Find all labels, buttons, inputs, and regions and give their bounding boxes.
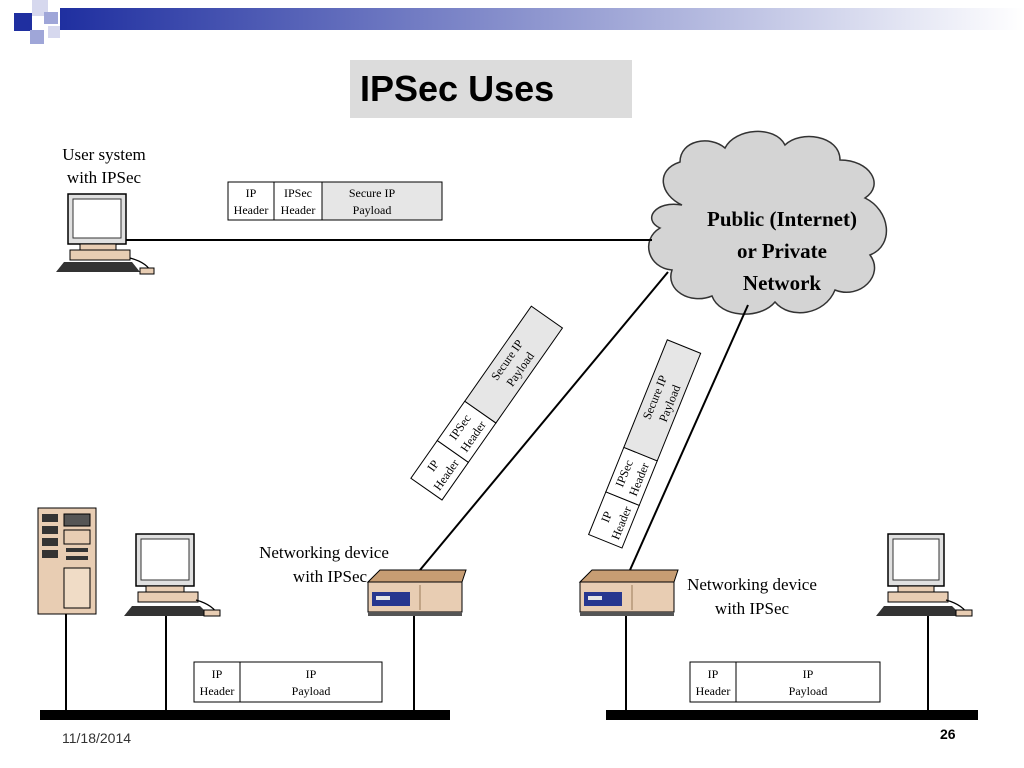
packet-top-ipsec-header-1: IPSec — [284, 186, 312, 200]
server-tower-icon — [37, 507, 97, 615]
cloud-label-line3: Network — [743, 271, 821, 295]
packet-top-payload-2: Payload — [353, 203, 392, 217]
network-cloud: Public (Internet) or Private Network — [648, 130, 887, 315]
right-lan-bus — [606, 710, 978, 720]
title-box: IPSec Uses — [350, 60, 632, 118]
packet-lan-right-payload-1: IP — [803, 667, 814, 681]
page-number: 26 — [940, 726, 956, 742]
left-router-icon — [366, 569, 467, 616]
packet-lan-right-ip-header-1: IP — [708, 667, 719, 681]
cloud-label-line2: or Private — [737, 239, 827, 263]
packet-top: IP Header IPSec Header Secure IP Payload — [227, 181, 443, 221]
page-title: IPSec Uses — [360, 68, 555, 109]
decor-square — [30, 30, 44, 44]
slide-header-bar — [14, 0, 1024, 44]
right-device-label-line2: with IPSec — [715, 599, 790, 618]
left-lan-bus — [40, 710, 450, 720]
right-computer-icon — [876, 533, 973, 617]
decor-square — [48, 26, 60, 38]
packet-top-ip-header-1: IP — [246, 186, 257, 200]
packet-lan-left-ip-header-1: IP — [212, 667, 223, 681]
left-device-label-line2: with IPSec — [293, 567, 368, 586]
right-router-icon — [578, 569, 679, 616]
packet-top-ipsec-header-2: Header — [281, 203, 316, 217]
packet-top-payload-1: Secure IP — [349, 186, 396, 200]
left-computer-icon — [124, 533, 221, 617]
decor-square — [14, 13, 32, 31]
right-device-to-cloud-link — [629, 304, 749, 571]
right-device-label-line1: Networking device — [687, 575, 817, 594]
packet-diagonal-right: IP Header IPSec Header Secure IP Payload — [587, 339, 702, 549]
user-computer-icon — [56, 193, 155, 275]
packet-diag-right-ip-header-1: IP — [598, 509, 615, 524]
packet-lan-left-ip-header-2: Header — [200, 684, 235, 698]
packet-lan-left: IP Header IP Payload — [193, 661, 383, 703]
left-device-label-line1: Networking device — [259, 543, 389, 562]
packet-diagonal-left: IP Header IPSec Header Secure IP Payload — [410, 305, 564, 501]
left-device-to-cloud-link — [419, 271, 669, 571]
packet-top-ip-header-2: Header — [234, 203, 269, 217]
packet-lan-left-payload-2: Payload — [292, 684, 331, 698]
packet-lan-right-ip-header-2: Header — [696, 684, 731, 698]
packet-lan-right-payload-2: Payload — [789, 684, 828, 698]
user-system-label-line2: with IPSec — [67, 168, 142, 187]
user-system-label-line1: User system — [62, 145, 146, 164]
decor-square — [44, 12, 58, 24]
cloud-label-line1: Public (Internet) — [707, 207, 857, 231]
footer-date: 11/18/2014 — [62, 730, 132, 746]
packet-lan-left-payload-1: IP — [306, 667, 317, 681]
packet-lan-right: IP Header IP Payload — [689, 661, 881, 703]
